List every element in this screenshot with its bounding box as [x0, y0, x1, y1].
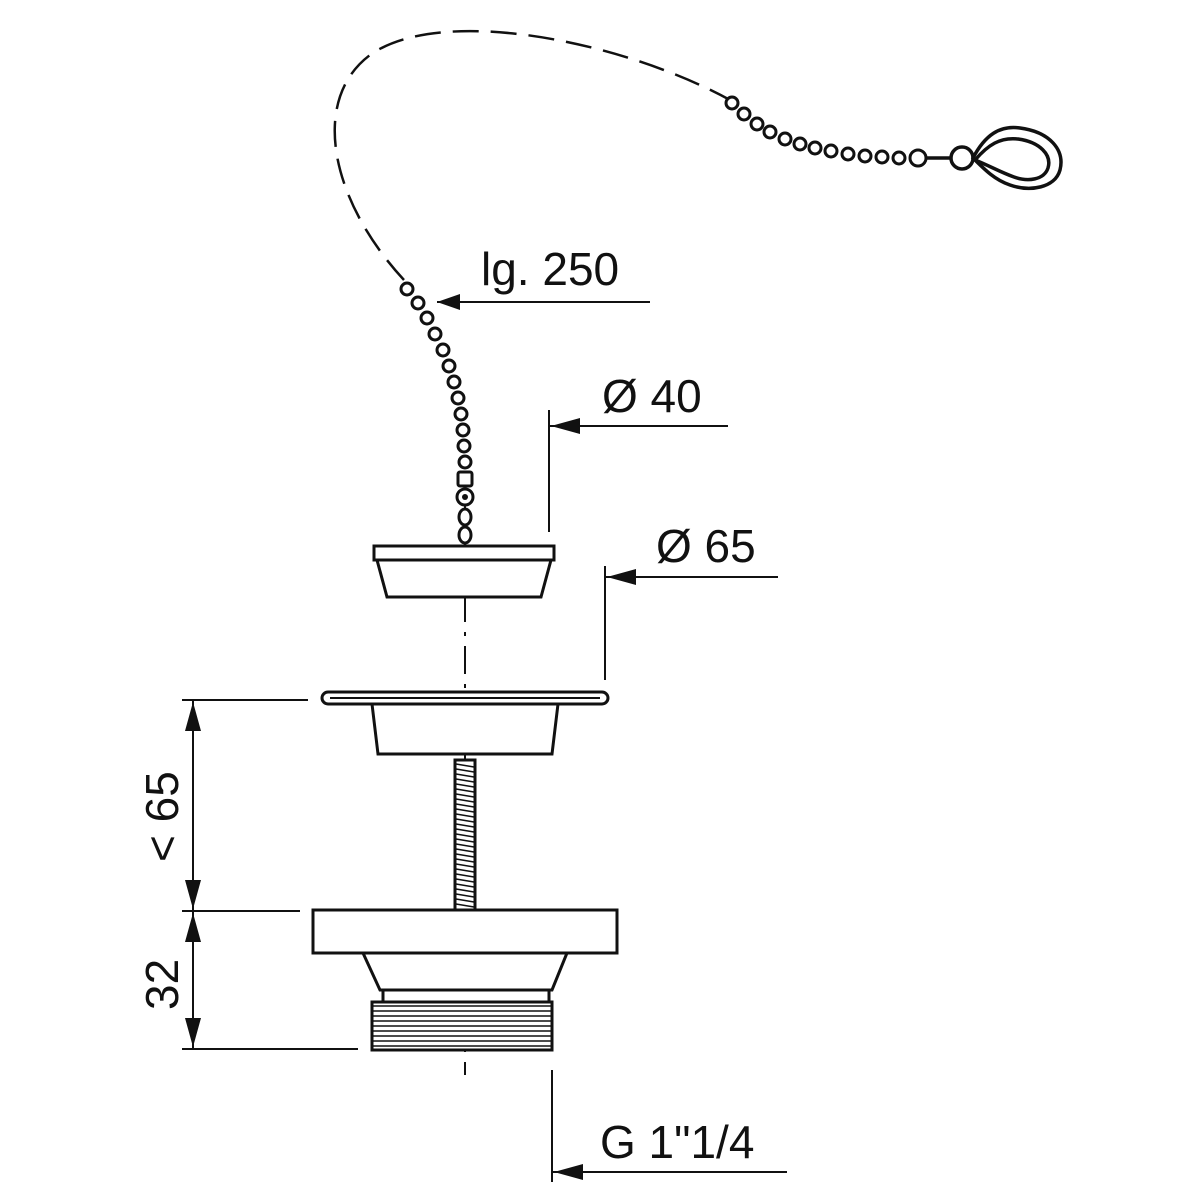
label-chain-length: lg. 250: [481, 243, 619, 295]
dimension-height-upper: < 65: [136, 699, 308, 912]
label-flange-diameter: Ø 65: [656, 520, 756, 572]
rubber-plug: [372, 544, 556, 599]
dimension-height-lower: 32: [136, 911, 358, 1050]
strainer-basket: [320, 690, 610, 756]
label-plug-diameter: Ø 40: [602, 370, 702, 422]
label-height-lower: 32: [136, 959, 188, 1010]
waste-body: [311, 908, 619, 1052]
chain-loop-dashed: [333, 29, 731, 281]
pull-ring-icon: [970, 125, 1063, 190]
chain-left-strand: [399, 281, 473, 470]
threaded-rod: [453, 758, 477, 912]
label-thread-size: G 1"1/4: [600, 1116, 754, 1168]
dimension-thread-size: G 1"1/4: [551, 1070, 787, 1182]
dimension-chain-length: lg. 250: [437, 243, 650, 310]
dimension-flange-diameter: Ø 65: [604, 520, 778, 680]
chain-swivel: [455, 470, 475, 545]
label-height-upper: < 65: [136, 771, 188, 862]
chain-right-strand: [724, 95, 975, 171]
dimension-plug-diameter: Ø 40: [548, 370, 728, 532]
